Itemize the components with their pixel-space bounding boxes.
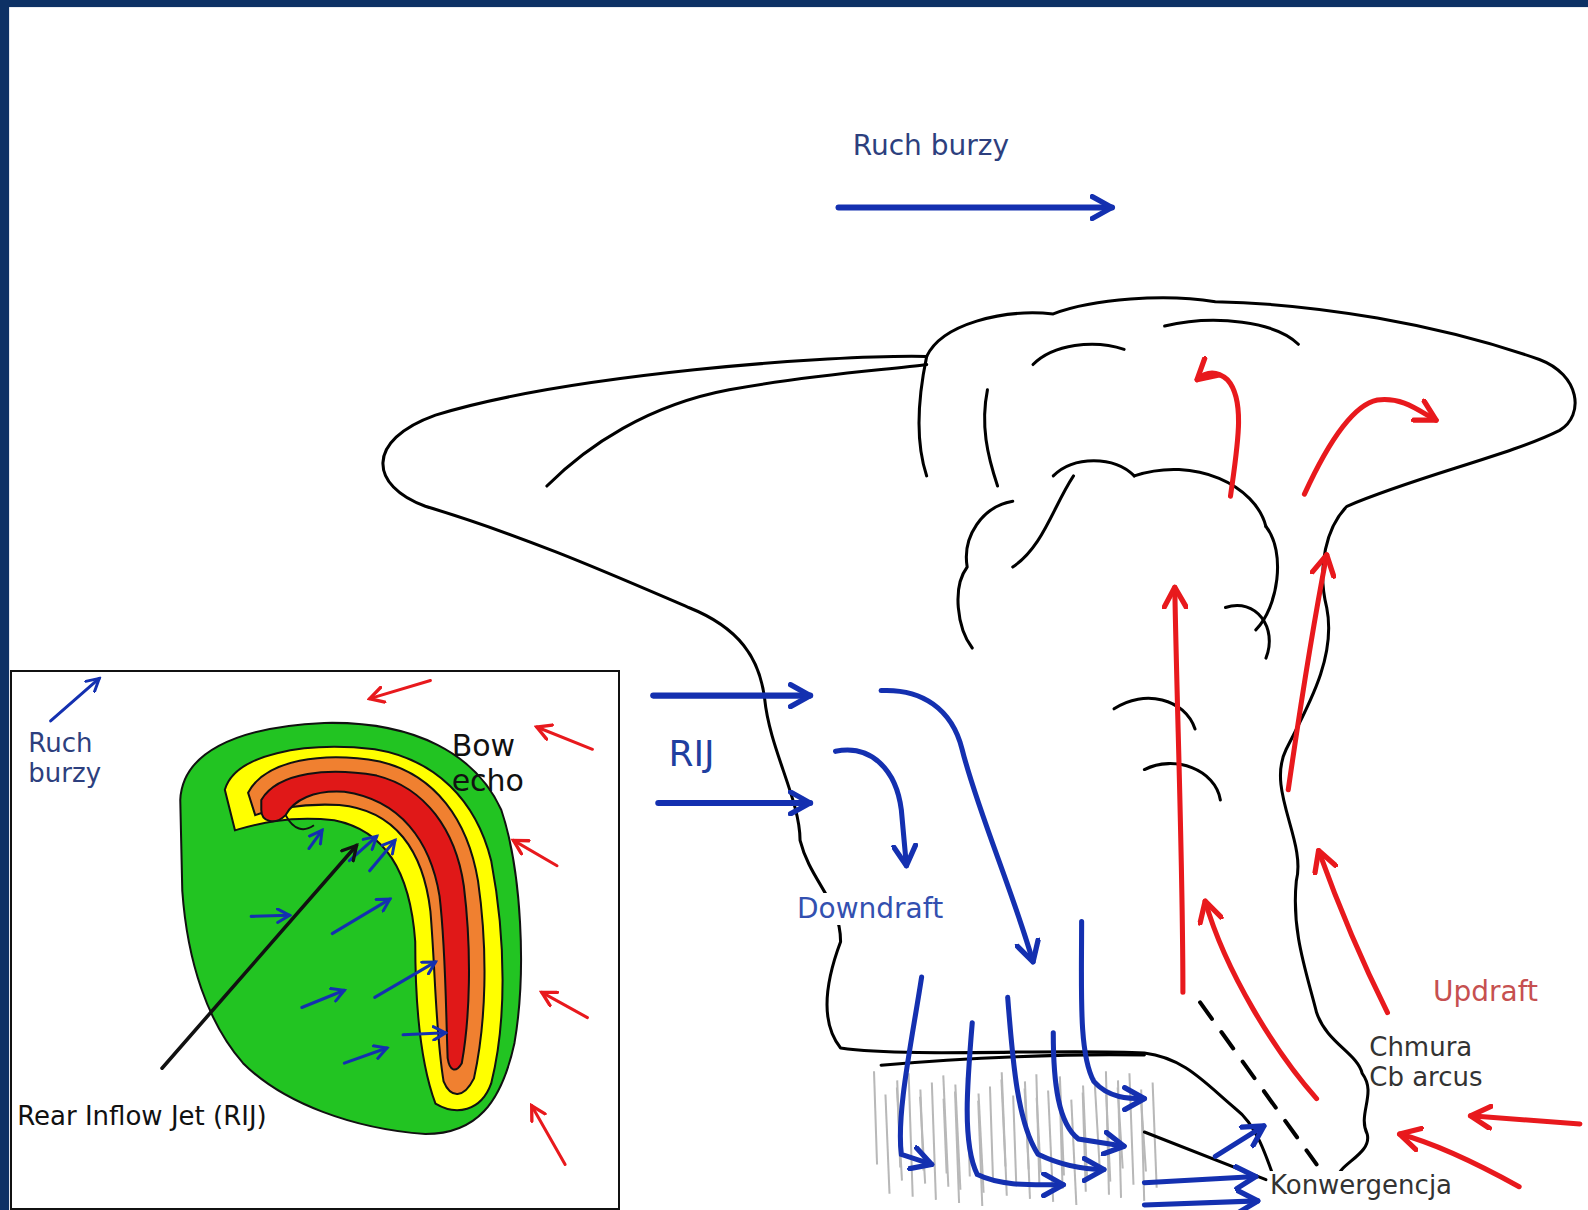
downdraft-arrows (1144, 1177, 1255, 1183)
cloud-outline (1053, 461, 1134, 476)
bow-echo-inset (51, 678, 100, 721)
cloud-outline (1033, 344, 1124, 364)
downdraft-arrows (836, 690, 1264, 1205)
downdraft-arrows (900, 977, 931, 1164)
bow-echo-inset (513, 840, 557, 865)
updraft-arrows (1205, 901, 1316, 1098)
bow-echo-inset (225, 747, 503, 1110)
rain-streaks (874, 1071, 877, 1164)
diagram-label: Updraft (1433, 976, 1538, 1008)
bow-echo-inset (370, 680, 593, 1164)
rain-streaks (1013, 1096, 1016, 1183)
bow-echo-inset (375, 962, 436, 997)
downdraft-arrows (1215, 1126, 1264, 1156)
inset-label: Ruch burzy (28, 729, 111, 789)
rain-streaks (932, 1082, 936, 1199)
cloud-outline (958, 501, 1013, 648)
updraft-arrows (1304, 400, 1436, 495)
bow-echo-inset (332, 899, 390, 933)
rear-inflow-jet-arrows (658, 800, 810, 806)
cloud-outline (1144, 764, 1220, 800)
cloud-outline (927, 298, 1575, 1196)
bow-echo-inset (10, 670, 620, 1210)
downdraft-arrows (836, 750, 907, 866)
cloud-outline (919, 356, 927, 475)
cloud-outline (1165, 320, 1299, 344)
bow-echo-inset (302, 990, 345, 1007)
bow-echo-inset (542, 992, 588, 1017)
diagram-label: Chmura Cb arcus (1369, 1033, 1494, 1093)
cloud-outline (1114, 698, 1195, 729)
diagram-label: Konwergencja (1268, 1171, 1454, 1201)
cloud-outline (547, 365, 927, 487)
rain-streaks (1037, 1098, 1041, 1173)
bow-echo-inset (309, 830, 322, 848)
bow-echo-inset (162, 845, 356, 1068)
rain-streaks (955, 1084, 960, 1189)
bow-echo-inset (532, 1106, 565, 1165)
storm-motion-arrow (839, 207, 1112, 208)
bow-echo-inset (251, 915, 289, 916)
cloud-outline (1200, 1002, 1316, 1164)
updraft-arrows (1175, 373, 1580, 1187)
bow-echo-inset (370, 680, 431, 698)
bow-echo-inset (403, 1033, 446, 1035)
bow-echo-inset (286, 815, 314, 829)
page-frame (0, 0, 9, 1210)
rain-streaks (990, 1086, 993, 1179)
rain-streaks (944, 1099, 947, 1174)
updraft-arrows (1288, 555, 1326, 790)
updraft-arrows (1175, 587, 1183, 992)
inset-label: Bow echo (452, 729, 536, 798)
rain-streaks (1129, 1073, 1133, 1184)
downdraft-arrows (1144, 1201, 1257, 1205)
bow-echo-inset (10, 670, 620, 1210)
updraft-arrows (1471, 1116, 1580, 1124)
rain-streaks (1071, 1100, 1076, 1205)
bow-echo-inset (370, 840, 395, 870)
rain-streaks (1106, 1095, 1110, 1182)
cloud-outline (1225, 606, 1269, 659)
diagram-label: RIJ (668, 733, 714, 774)
diagram-label: Ruch burzy (853, 130, 1009, 162)
updraft-arrows (1197, 373, 1238, 496)
cloud-outline (1013, 476, 1074, 567)
cloud-outline (1134, 469, 1266, 526)
page-frame (0, 0, 1588, 7)
rain-streaks (1094, 1078, 1099, 1165)
storm-motion-arrow (839, 205, 1112, 211)
cloud-outline (985, 390, 998, 486)
rain-streaks (885, 1095, 889, 1194)
updraft-arrows (1319, 851, 1388, 1013)
bow-echo-inset (537, 727, 593, 749)
downdraft-arrows (1081, 921, 1144, 1098)
inset-panel: Ruch burzy Bow echoRear Inflow Jet (RIJ) (10, 670, 620, 1210)
rain-streaks (1083, 1085, 1087, 1178)
cloud-outline (1144, 1132, 1266, 1180)
rain-streaks (1002, 1072, 1007, 1196)
bow-echo-inset (51, 678, 446, 1063)
downdraft-arrows (1053, 1033, 1124, 1146)
rain-streaks (943, 1075, 948, 1186)
diagram-label: Downdraft (795, 893, 945, 925)
rear-inflow-jet-arrows (653, 693, 810, 699)
rain-streaks (909, 1073, 913, 1197)
bow-echo-inset (248, 757, 484, 1094)
inset-label: Rear Inflow Jet (RIJ) (15, 1102, 269, 1132)
bow-echo-inset (344, 1048, 387, 1063)
rear-inflow-jet-arrows (653, 696, 810, 803)
